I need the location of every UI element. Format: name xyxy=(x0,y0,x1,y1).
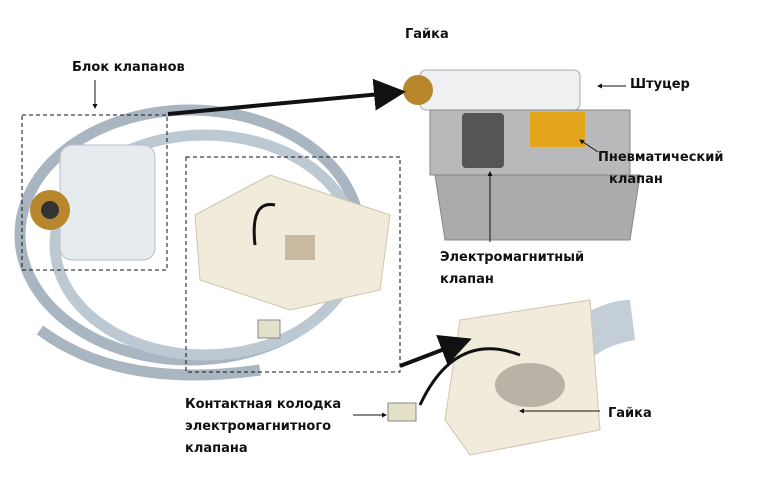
label-nut-bottom: Гайка xyxy=(608,406,652,421)
label-connector-2: электромагнитного xyxy=(185,419,332,434)
solenoid-frame xyxy=(185,156,401,373)
label-pneumatic-1: Пневматический xyxy=(598,150,724,165)
label-connector-1: Контактная колодка xyxy=(185,397,342,412)
label-fitting: Штуцер xyxy=(630,77,690,92)
valve-unit-photo xyxy=(403,69,641,241)
valve-block-frame xyxy=(21,114,168,271)
label-valve-block: Блок клапанов xyxy=(72,60,185,75)
label-solenoid-2: клапан xyxy=(440,272,494,287)
valve-block-photo xyxy=(30,144,156,261)
label-connector-3: клапана xyxy=(185,441,248,456)
label-solenoid-1: Электромагнитный xyxy=(440,250,585,265)
solenoid-closeup-photo xyxy=(387,299,635,456)
zoom-arrow-bottom xyxy=(399,335,472,368)
zoom-arrow-top xyxy=(167,78,406,116)
label-nut-top: Гайка xyxy=(405,27,449,42)
label-pneumatic-2: клапан xyxy=(609,172,663,187)
pneumatic-arrow xyxy=(579,139,599,153)
solenoid-box-photo xyxy=(194,174,391,339)
